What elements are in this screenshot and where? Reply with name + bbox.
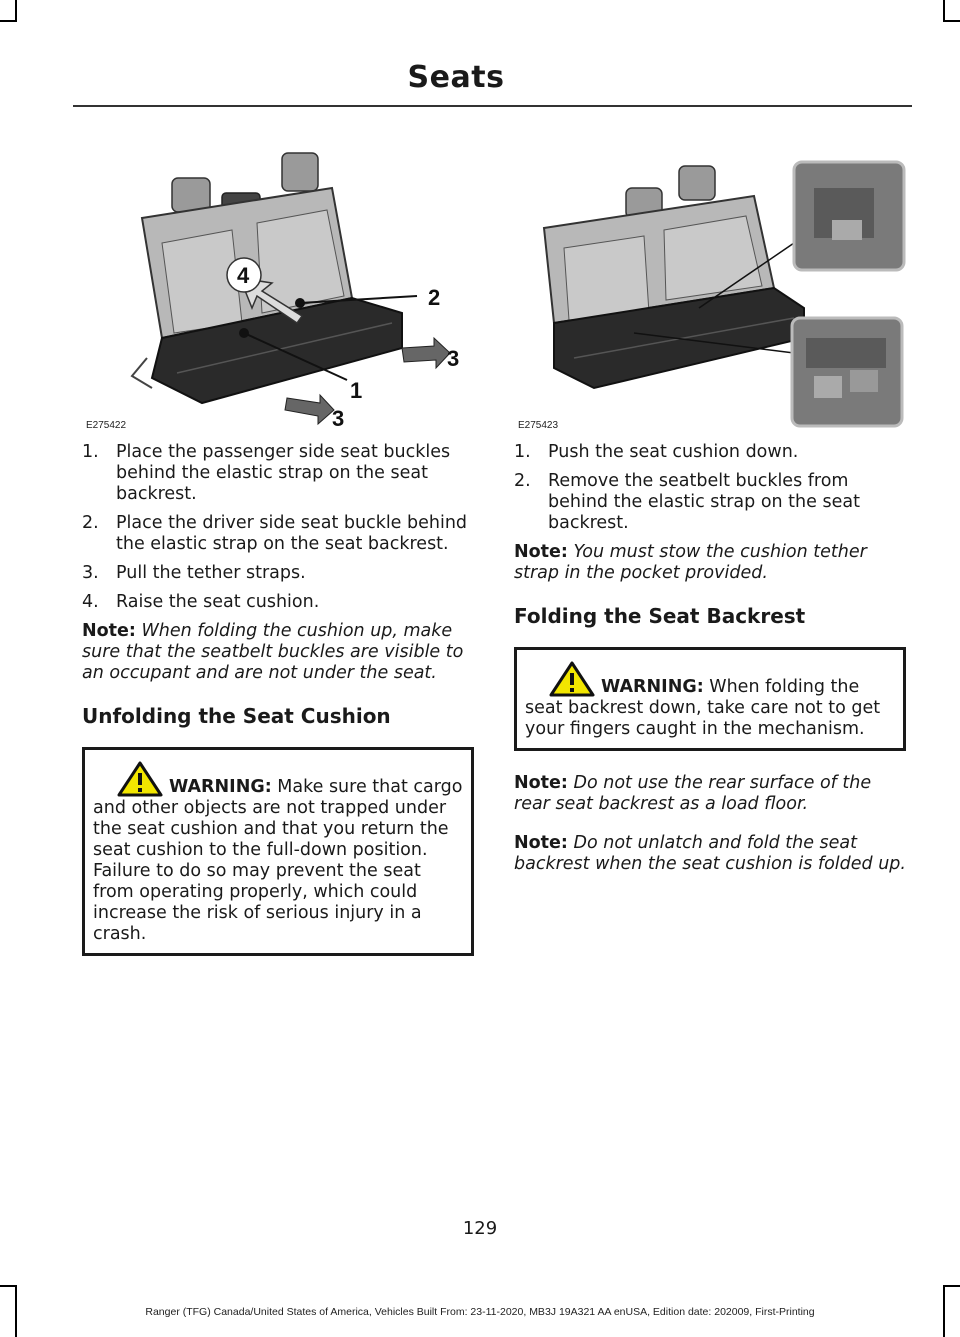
- callout-1: 1: [350, 378, 362, 403]
- warning-box-folding: WARNING: When folding the seat backrest …: [514, 647, 906, 751]
- list-item: 2.Remove the seatbelt buckles from behin…: [514, 471, 860, 533]
- figure-code: E275423: [518, 420, 558, 431]
- figure-seat-cushion-fold: 4 2 3 1 3 E275422: [82, 148, 474, 433]
- callout-3a: 3: [447, 346, 459, 371]
- crop-mark-top-right-v: [943, 0, 945, 22]
- steps-fold-cushion: 1.Place the passenger side seat buckles …: [82, 442, 474, 613]
- callout-4: 4: [237, 263, 250, 288]
- list-item: 4.Raise the seat cushion.: [82, 592, 320, 612]
- steps-unfold-cushion: 1.Push the seat cushion down. 2.Remove t…: [514, 442, 906, 534]
- section-heading-folding-backrest: Folding the Seat Backrest: [514, 604, 806, 628]
- note-unlatch: Note: Do not unlatch and fold the seat b…: [514, 833, 906, 874]
- page-number: 129: [462, 1218, 498, 1239]
- seat-illustration-left: 4 2 3 1 3 E275422: [86, 152, 459, 431]
- warning-box-unfolding: WARNING: Make sure that cargo and other …: [82, 747, 474, 956]
- figure-code: E275422: [86, 420, 126, 431]
- crop-mark-bottom-right-v: [943, 1285, 945, 1337]
- list-item: 1.Push the seat cushion down.: [514, 442, 799, 462]
- seat-illustration-right: E275423: [518, 160, 906, 431]
- list-item: 3.Pull the tether straps.: [82, 563, 306, 583]
- callout-2: 2: [428, 285, 440, 310]
- figure-seat-cushion-down: E275423: [514, 148, 906, 433]
- crop-mark-top-left-h: [0, 20, 17, 22]
- page-title: Seats: [407, 60, 505, 95]
- list-item: 1.Place the passenger side seat buckles …: [82, 442, 451, 504]
- section-heading-unfolding: Unfolding the Seat Cushion: [82, 704, 391, 728]
- warning-triangle-icon: [549, 661, 595, 697]
- note-load-floor: Note: Do not use the rear surface of the…: [514, 773, 872, 814]
- callout-3b: 3: [332, 406, 344, 431]
- right-column: 1.Push the seat cushion down. 2.Remove t…: [514, 442, 906, 893]
- header-divider: [73, 105, 912, 107]
- warning-triangle-icon: [117, 761, 163, 797]
- left-column: 1.Place the passenger side seat buckles …: [82, 442, 474, 978]
- crop-mark-bottom-left-v: [15, 1285, 17, 1337]
- crop-mark-top-left-v: [15, 0, 17, 22]
- crop-mark-bottom-right-h: [943, 1285, 960, 1287]
- note-fold-cushion: Note: When folding the cushion up, make …: [82, 621, 464, 683]
- crop-mark-top-right-h: [943, 20, 960, 22]
- note-tether-strap: Note: You must stow the cushion tether s…: [514, 542, 867, 583]
- list-item: 2.Place the driver side seat buckle behi…: [82, 513, 468, 554]
- footer-edition-info: Ranger (TFG) Canada/United States of Ame…: [145, 1306, 815, 1318]
- crop-mark-bottom-left-h: [0, 1285, 17, 1287]
